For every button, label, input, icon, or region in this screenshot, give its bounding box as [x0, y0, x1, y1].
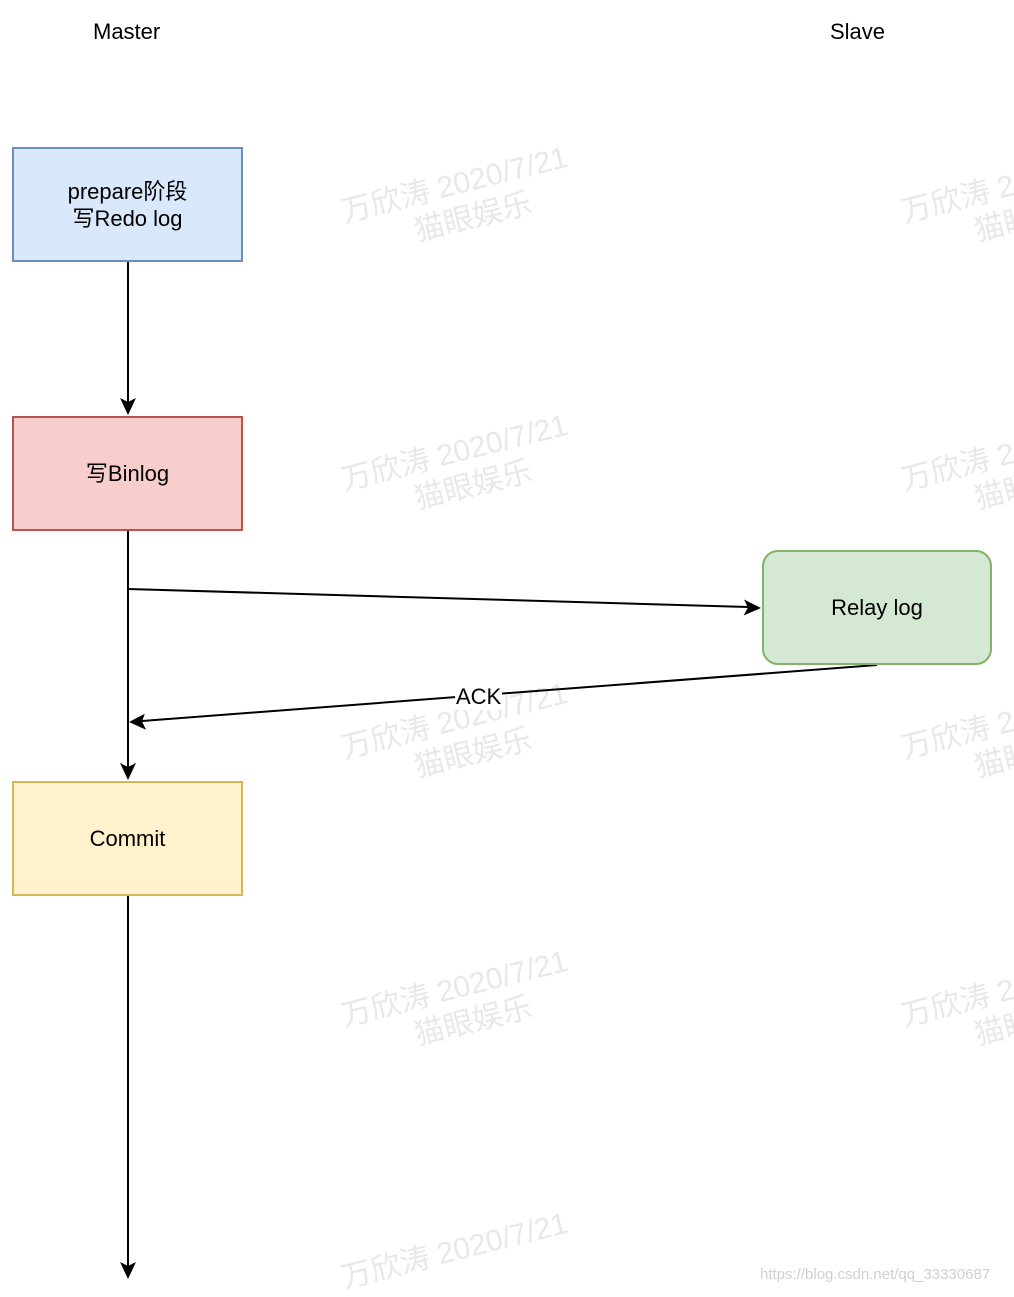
lane-title-master: Master: [93, 19, 161, 44]
prepare-label-line1: prepare阶段: [67, 178, 188, 204]
prepare-label-line2: 写Redo log: [72, 205, 183, 231]
relay-log-node: Relay log: [762, 550, 992, 665]
write-binlog-node: 写Binlog: [12, 416, 243, 531]
commit-node: Commit: [12, 781, 243, 896]
edge-binlog-to-relay: [127, 588, 749, 608]
lane-title-slave: Slave: [830, 19, 886, 44]
relay-label: Relay log: [831, 595, 923, 620]
edge-relay-ack: [141, 664, 878, 722]
source-url-watermark: https://blog.csdn.net/qq_33330687: [760, 1266, 991, 1283]
binlog-label: 写Binlog: [85, 461, 170, 486]
ack-label: ACK: [455, 684, 503, 710]
commit-label: Commit: [89, 826, 166, 851]
prepare-redo-log-node: prepare阶段 写Redo log: [12, 147, 243, 262]
arrowhead-commit: [120, 763, 136, 780]
arrowhead-binlog: [120, 398, 136, 415]
arrowhead-relay: [743, 599, 761, 616]
arrowhead-end: [120, 1262, 136, 1279]
arrowhead-ack: [129, 713, 146, 730]
